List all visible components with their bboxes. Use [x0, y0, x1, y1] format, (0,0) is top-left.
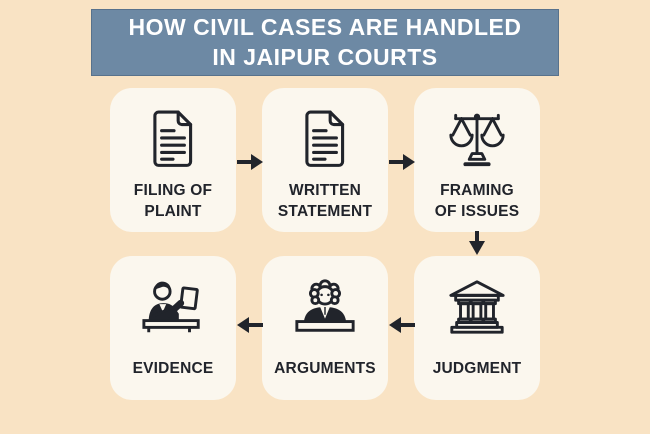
step-card-judgment: JUDGMENT [414, 256, 540, 400]
document-icon [148, 99, 198, 179]
step-label: EVIDENCE [132, 360, 214, 378]
step-label: FILING OF PLAINT [133, 182, 213, 220]
step-card-evidence: EVIDENCE [110, 256, 236, 400]
arrow-left-icon [237, 313, 263, 342]
arrow-down-icon [465, 231, 489, 260]
judge-icon [292, 267, 358, 347]
step-label: WRITTEN STATEMENT [277, 182, 373, 220]
arrow-left-icon [389, 313, 415, 342]
witness-icon [140, 267, 206, 347]
arrow-right-icon [389, 150, 415, 179]
step-label: JUDGMENT [432, 360, 522, 378]
courthouse-icon [446, 267, 508, 347]
step-card-filing-of-plaint: FILING OF PLAINT [110, 88, 236, 232]
step-card-arguments: ARGUMENTS [262, 256, 388, 400]
step-card-written-statement: WRITTEN STATEMENT [262, 88, 388, 232]
step-card-framing-of-issues: FRAMING OF ISSUES [414, 88, 540, 232]
title-banner: HOW CIVIL CASES ARE HANDLED IN JAIPUR CO… [91, 9, 559, 76]
page-title: HOW CIVIL CASES ARE HANDLED IN JAIPUR CO… [128, 14, 522, 70]
scales-icon [446, 99, 508, 179]
step-label: ARGUMENTS [274, 360, 376, 378]
arrow-right-icon [237, 150, 263, 179]
document-icon [300, 99, 350, 179]
step-label: FRAMING OF ISSUES [434, 182, 520, 220]
